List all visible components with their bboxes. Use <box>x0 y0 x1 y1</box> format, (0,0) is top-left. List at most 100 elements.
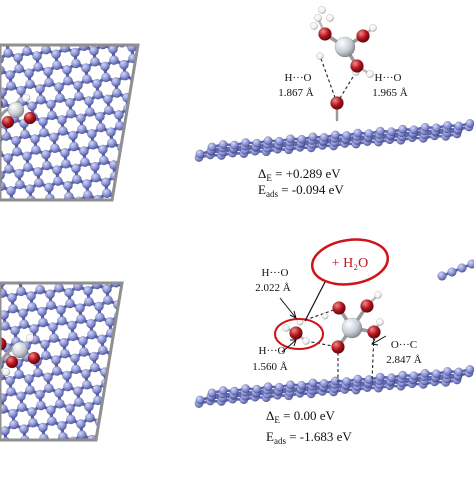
c-c-bond <box>151 46 152 57</box>
c-c-bond <box>12 202 22 207</box>
carbon-atom <box>140 185 149 194</box>
carbon-atom <box>7 81 16 90</box>
carbon-atom <box>154 330 163 339</box>
carbon-atom <box>66 415 75 424</box>
carbon-atom <box>84 96 93 105</box>
carbon-atom <box>27 102 36 111</box>
oxygen-atom <box>368 326 381 339</box>
c-c-bond <box>149 129 150 140</box>
carbon-atom <box>354 129 362 137</box>
carbon-atom <box>137 152 146 161</box>
c-c-bond <box>122 349 132 354</box>
carbon-atom <box>6 387 15 396</box>
carbon-atom <box>136 141 145 150</box>
carbon-atom <box>134 425 143 434</box>
carbon-atom <box>65 299 74 308</box>
c-c-bond <box>136 91 146 96</box>
carbon-atom <box>90 363 99 372</box>
carbon-atom <box>309 379 317 387</box>
carbon-atom <box>100 62 109 71</box>
carbon-atom <box>14 53 23 62</box>
carbon-atom <box>410 126 418 134</box>
carbon-atom <box>52 366 61 375</box>
carbon-atom <box>57 316 66 325</box>
hydrogen-atom <box>366 70 373 77</box>
carbon-atom <box>432 370 440 378</box>
carbon-atom <box>219 386 227 394</box>
carbon-atom <box>90 57 99 66</box>
carbon-atom <box>46 100 55 109</box>
carbon-atom <box>102 189 111 198</box>
c-c-bond <box>124 364 133 370</box>
hydrogen-atom <box>318 6 325 13</box>
c-c-bond <box>139 124 149 129</box>
carbon-atom <box>129 170 138 179</box>
carbon-atom <box>51 50 60 59</box>
carbon-atom <box>98 346 107 355</box>
carbon-atom <box>146 41 155 50</box>
hydrogen-atom <box>326 14 333 21</box>
c-c-bond <box>22 206 23 217</box>
carbon-atom <box>82 380 91 389</box>
carbon-atom <box>10 326 19 335</box>
carbon-atom <box>124 316 133 325</box>
c-c-bond <box>146 96 147 107</box>
carbon-atom <box>136 342 145 351</box>
bond-distance-lower-lower: 1.560 Å <box>252 361 288 373</box>
oxygen-atom <box>24 112 36 124</box>
c-c-bond <box>142 157 152 162</box>
c-c-bond <box>138 107 147 113</box>
hydrogen-atom <box>322 313 328 319</box>
carbon-atom <box>196 150 204 158</box>
hydrogen-atom <box>26 334 34 342</box>
carbon-atom <box>38 117 47 126</box>
carbon-atom <box>69 142 78 151</box>
carbon-atom <box>58 126 67 135</box>
carbon-atom <box>67 321 76 330</box>
carbon-atom <box>387 127 395 135</box>
carbon-atom <box>116 333 125 342</box>
carbon-atom <box>14 370 23 379</box>
carbon-atom <box>105 317 114 326</box>
bond-label-upper-left: H···O <box>285 72 312 84</box>
carbon-atom <box>40 340 49 349</box>
carbon-atom <box>112 394 121 403</box>
carbon-atom <box>71 365 80 374</box>
c-c-bond <box>20 274 29 280</box>
hydrogen-atom <box>377 319 384 326</box>
c-c-bond <box>122 141 131 147</box>
c-c-bond <box>111 438 112 449</box>
carbon-atom <box>27 407 36 416</box>
c-c-bond <box>143 369 144 380</box>
oxygen-atom <box>333 302 346 315</box>
carbon-atom <box>75 304 84 313</box>
c-c-bond <box>60 203 61 214</box>
carbon-atom <box>139 69 148 78</box>
carbon-atom <box>76 314 85 323</box>
carbon-atom <box>46 301 55 310</box>
carbon-atom <box>145 441 154 450</box>
carbon-atom <box>82 74 91 83</box>
c-c-bond <box>139 430 149 435</box>
carbon-atom <box>36 401 45 410</box>
carbon-atom <box>387 373 395 381</box>
carbon-atom <box>24 374 33 383</box>
carbon-atom <box>51 355 60 364</box>
carbon-atom <box>74 398 83 407</box>
c-c-bond <box>10 276 20 281</box>
carbon-atom <box>121 187 130 196</box>
carbon-atom <box>109 55 118 64</box>
carbon-atom <box>466 365 474 373</box>
carbon-atom <box>79 147 88 156</box>
carbon-atom <box>63 382 72 391</box>
carbon-atom <box>77 430 86 439</box>
carbon-atom <box>342 377 350 385</box>
carbon-atom <box>49 333 58 342</box>
oxygen-atom <box>331 97 344 110</box>
carbon-atom <box>90 162 99 171</box>
c-c-bond <box>136 397 146 402</box>
c-c-bond <box>130 436 131 447</box>
silicon-atom <box>12 342 28 358</box>
